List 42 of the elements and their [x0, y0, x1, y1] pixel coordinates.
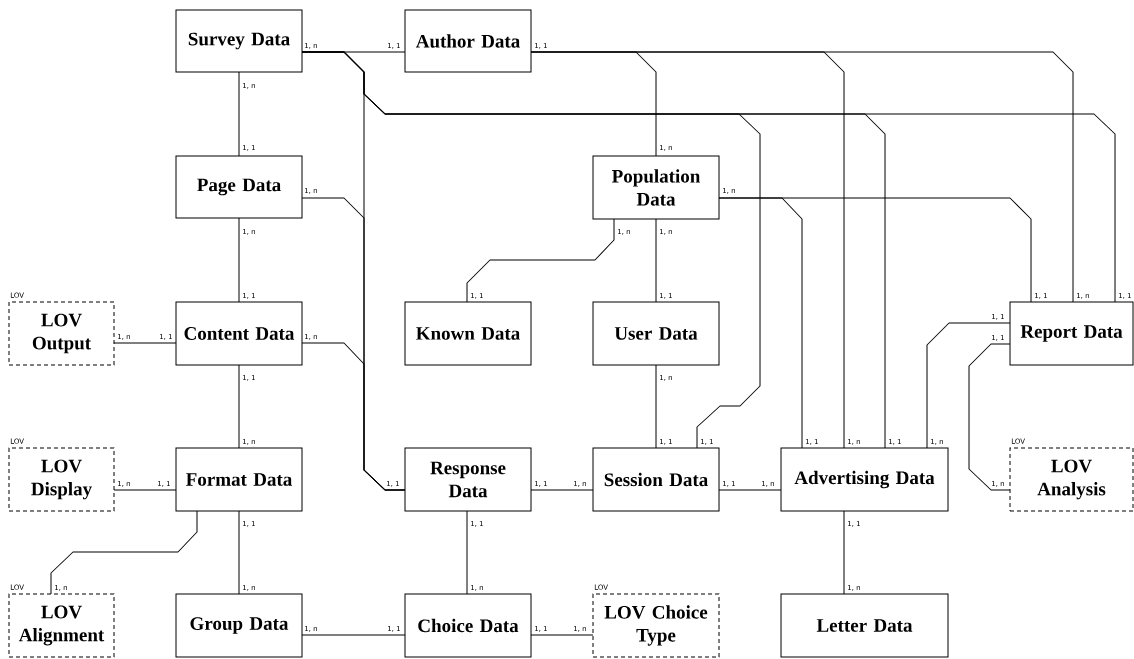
connector-line	[301, 342, 406, 491]
connector-line	[718, 489, 782, 491]
entity-box: Population Data	[592, 155, 720, 220]
connector-line	[113, 489, 177, 491]
entity-box: Page Data	[175, 155, 303, 219]
connector-line	[655, 218, 657, 303]
connector-line	[466, 218, 615, 303]
entity-box: Author Data	[404, 9, 532, 73]
dashed-entity-box: LOV Alignment	[8, 593, 115, 658]
connector-line	[238, 364, 240, 449]
connector-line	[843, 510, 845, 595]
connector-line	[655, 364, 657, 449]
entity-box: Choice Data	[404, 593, 532, 658]
connector-line	[530, 489, 594, 491]
dashed-entity-box: LOV Choice Type	[592, 593, 720, 658]
connector-line	[466, 510, 468, 595]
connector-line	[238, 217, 240, 303]
connector-line	[113, 342, 177, 344]
connector-line	[530, 51, 1074, 303]
connector-line	[50, 510, 198, 595]
entity-box: Letter Data	[780, 593, 949, 658]
dashed-entity-box: LOV Output	[8, 301, 115, 366]
connector-line	[926, 322, 1011, 449]
connector-line	[238, 71, 240, 157]
connector-line	[238, 510, 240, 595]
entity-box: Known Data	[404, 301, 532, 366]
entity-box: Advertising Data	[780, 447, 949, 512]
connector-line	[718, 197, 1032, 303]
entity-box: Group Data	[175, 593, 303, 658]
entity-box: Survey Data	[175, 9, 303, 73]
entity-box: Format Data	[175, 447, 303, 512]
entity-box: Content Data	[175, 301, 303, 366]
connector-line	[301, 51, 1116, 303]
connector-line	[968, 343, 1011, 491]
connector-line	[530, 634, 594, 636]
entity-box: Response Data	[404, 447, 532, 512]
entity-box: User Data	[592, 301, 720, 366]
entity-box: Report Data	[1009, 301, 1134, 366]
entity-box: Session Data	[592, 447, 720, 512]
dashed-entity-box: LOV Display	[8, 447, 115, 512]
connector-line	[301, 634, 406, 636]
dashed-entity-box: LOV Analysis	[1009, 447, 1134, 512]
